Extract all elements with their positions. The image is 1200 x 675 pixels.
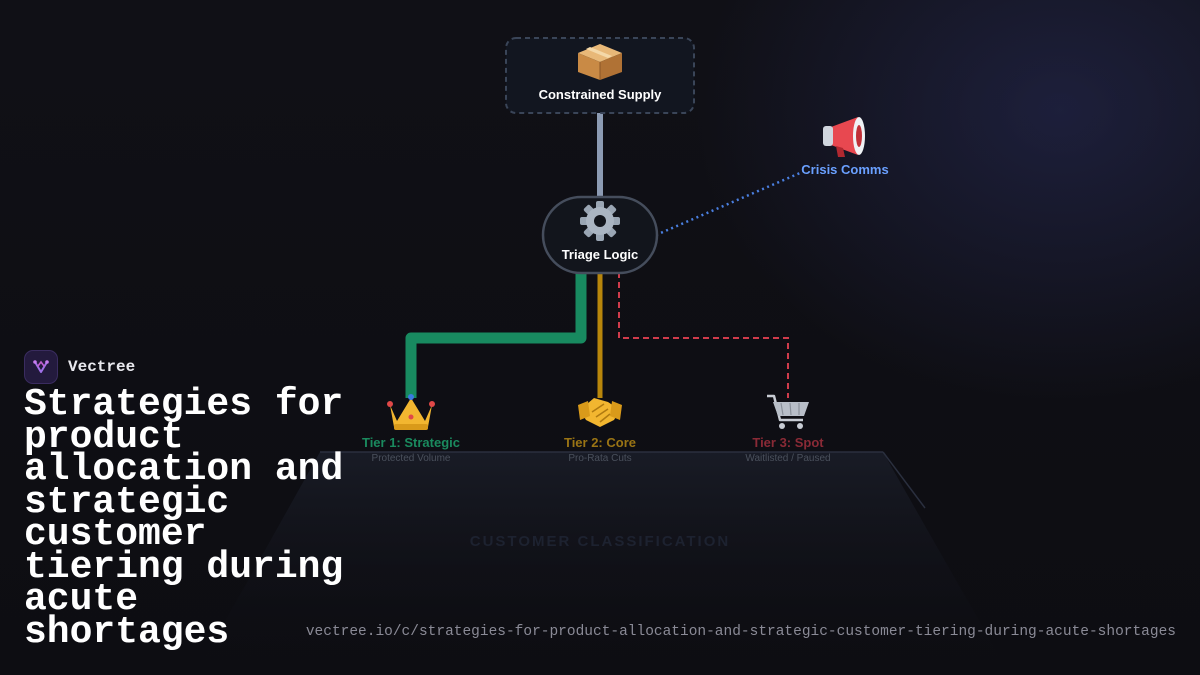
triage-label: Triage Logic xyxy=(562,247,639,262)
platform-label: CUSTOMER CLASSIFICATION xyxy=(470,533,730,550)
platform-edge-right xyxy=(882,451,926,509)
classification-platform xyxy=(195,452,1010,675)
source-url: vectree.io/c/strategies-for-product-allo… xyxy=(305,624,1176,640)
package-icon xyxy=(578,44,622,80)
handshake-icon xyxy=(578,398,622,427)
megaphone-icon xyxy=(823,117,865,157)
brand: Vectree xyxy=(24,350,135,384)
page-title: Strategies for product allocation and st… xyxy=(24,383,344,654)
tier1-label: Tier 1: Strategic xyxy=(362,435,460,450)
cart-icon xyxy=(767,394,809,429)
comms-label: Crisis Comms xyxy=(801,162,888,177)
triage-to-comms-line xyxy=(655,171,801,237)
triage-to-tier1-line xyxy=(405,272,587,398)
tier2-sublabel: Pro-Rata Cuts xyxy=(568,453,631,464)
triage-to-tier3-line xyxy=(618,272,789,398)
tier3-sublabel: Waitlisted / Paused xyxy=(745,453,830,464)
crown-icon xyxy=(387,394,435,430)
tier3-label: Tier 3: Spot xyxy=(752,435,824,450)
vectree-logo-icon xyxy=(24,350,58,384)
tier1-sublabel: Protected Volume xyxy=(372,453,451,464)
brand-name: Vectree xyxy=(68,358,136,376)
tier2-label: Tier 2: Core xyxy=(564,435,636,450)
gear-icon xyxy=(580,201,620,241)
supply-label: Constrained Supply xyxy=(539,87,663,102)
